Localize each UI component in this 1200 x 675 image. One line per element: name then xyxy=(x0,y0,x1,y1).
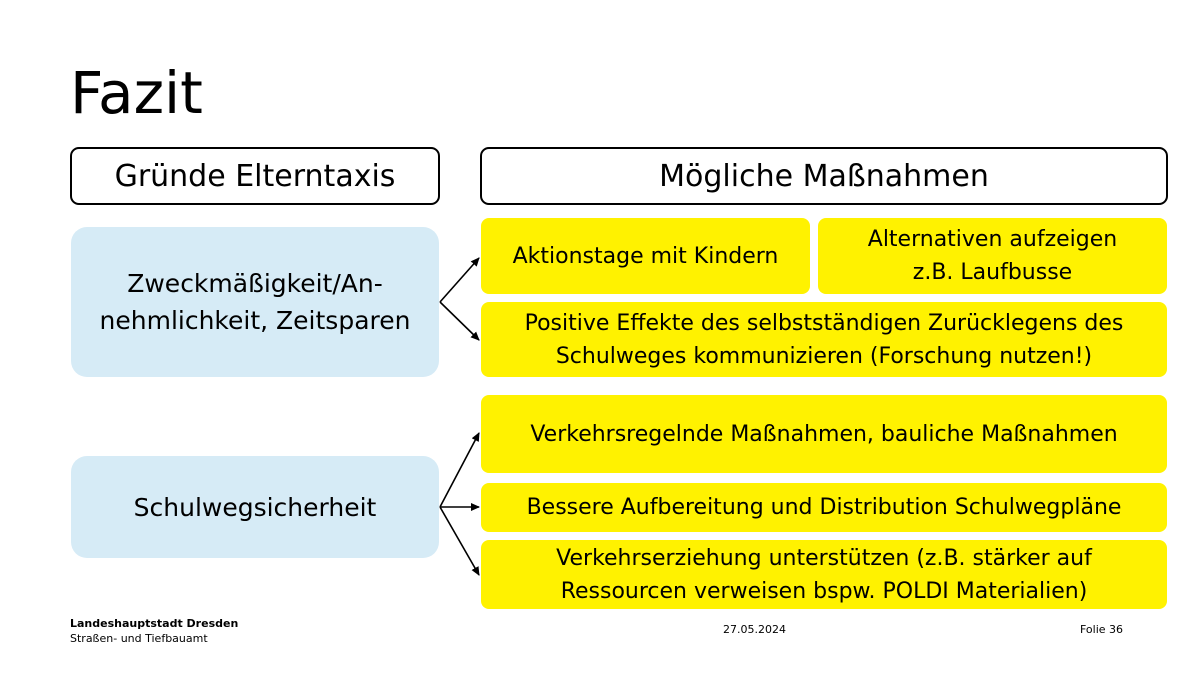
measure-traffic-education: Verkehrserziehung unterstützen (z.B. stä… xyxy=(481,540,1167,609)
arrow-to-positive-effects xyxy=(439,301,480,341)
arrow-to-traffic-education xyxy=(439,506,480,576)
measure-alternatives: Alternativen aufzeigen z.B. Laufbusse xyxy=(818,218,1167,294)
header-measures: Mögliche Maßnahmen xyxy=(480,147,1168,205)
arrow-to-traffic-regulation xyxy=(439,432,480,508)
header-reasons: Gründe Elterntaxis xyxy=(70,147,440,205)
footer-date: 27.05.2024 xyxy=(723,623,786,636)
arrow-to-action-days xyxy=(439,257,480,303)
footer-org-dept: Straßen- und Tiefbauamt xyxy=(70,632,208,645)
footer-slide-number: Folie 36 xyxy=(1080,623,1124,636)
measure-action-days: Aktionstage mit Kindern xyxy=(481,218,810,294)
slide-title: Fazit xyxy=(70,59,203,127)
footer-org-name: Landeshauptstadt Dresden xyxy=(70,617,239,630)
reason-convenience: Zweckmäßigkeit/An- nehmlichkeit, Zeitspa… xyxy=(71,227,439,377)
footer-organization: Landeshauptstadt Dresden Straßen- und Ti… xyxy=(70,616,238,646)
measure-traffic-regulation: Verkehrsregelnde Maßnahmen, bauliche Maß… xyxy=(481,395,1167,473)
measure-route-maps: Bessere Aufbereitung und Distribution Sc… xyxy=(481,483,1167,532)
measure-positive-effects: Positive Effekte des selbstständigen Zur… xyxy=(481,302,1167,377)
reason-school-route-safety: Schulwegsicherheit xyxy=(71,456,439,558)
